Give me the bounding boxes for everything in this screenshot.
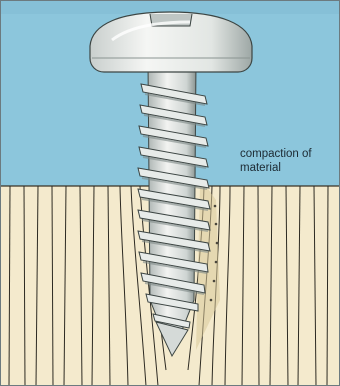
compaction-label-line1: compaction of [240, 147, 312, 161]
compaction-label: compaction of material [240, 147, 312, 175]
compaction-label-line2: material [240, 161, 312, 175]
